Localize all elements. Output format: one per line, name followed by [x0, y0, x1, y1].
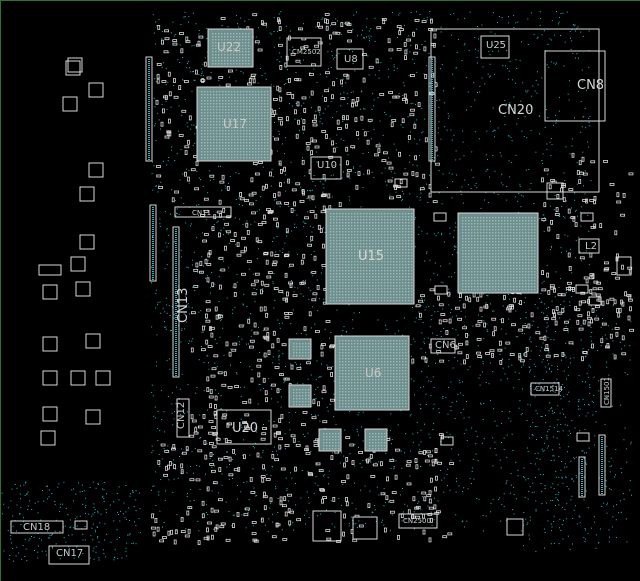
part-cn1501: [600, 378, 612, 408]
chip-u15-balls: [330, 213, 413, 302]
label-cn1514[interactable]: CN1514: [535, 385, 563, 393]
chip-u17-balls: [201, 91, 269, 159]
label-cn20[interactable]: CN20: [498, 103, 534, 118]
part-left-small: [38, 264, 62, 276]
connector-left-top-pins: [148, 59, 150, 160]
part-cn20-outline: [430, 28, 600, 193]
chip-u22-balls: [212, 33, 250, 65]
label-cn8[interactable]: CN8: [577, 78, 605, 93]
chip-small-a-balls: [293, 343, 310, 357]
label-l2[interactable]: L2: [585, 241, 597, 252]
block-part-6: [440, 436, 454, 446]
part-right-b: [616, 256, 632, 276]
square-part-12: [95, 370, 111, 386]
square-part-16: [65, 60, 81, 76]
passive-field-center-left: [190, 190, 335, 444]
square-part-8: [42, 336, 58, 352]
part-cn1514: [530, 382, 560, 396]
block-part-2: [575, 284, 589, 294]
block-part-7: [576, 432, 590, 442]
block-part-8: [74, 520, 88, 530]
square-part-4: [79, 234, 95, 250]
square-part-14: [85, 409, 101, 425]
connector-cn13: [172, 226, 180, 378]
chip-small-c-balls: [323, 433, 340, 450]
label-cn1501[interactable]: CN1501: [603, 377, 611, 405]
square-part-2: [88, 162, 104, 178]
part-bottom-b: [352, 516, 378, 540]
chip-north-balls: [462, 217, 536, 291]
part-cn2500: [398, 513, 438, 529]
chip-small-b-balls: [293, 389, 310, 406]
chip-small-d-balls: [369, 433, 386, 450]
label-u25[interactable]: U25: [486, 40, 507, 51]
part-l2: [578, 238, 600, 254]
part-cn6: [430, 338, 456, 354]
label-cn13[interactable]: CN13: [176, 287, 191, 323]
label-cm2502[interactable]: CM2502: [292, 48, 321, 56]
label-cn6[interactable]: CN6: [435, 340, 456, 351]
part-right-a: [546, 182, 564, 200]
label-cn12[interactable]: CN12: [176, 401, 187, 429]
label-u10[interactable]: U10: [317, 160, 338, 171]
square-part-5: [70, 256, 86, 272]
label-u22[interactable]: U22: [217, 40, 242, 54]
part-cn17: [48, 545, 90, 565]
label-u8[interactable]: U8: [344, 54, 358, 65]
label-u15[interactable]: U15: [358, 249, 385, 264]
connector-cn20-edge-pins: [431, 59, 433, 160]
square-part-17: [62, 96, 78, 112]
square-part-0: [67, 57, 83, 73]
via-field-bottom-left: [1, 481, 141, 562]
square-part-3: [79, 186, 95, 202]
label-cn17[interactable]: CN17: [56, 548, 84, 559]
connector-right-bottom: [598, 434, 606, 496]
square-part-13: [42, 406, 58, 422]
label-u6[interactable]: U6: [365, 366, 382, 380]
square-part-6: [75, 281, 91, 297]
label-u20[interactable]: U20: [232, 421, 259, 436]
part-cn12: [176, 398, 190, 438]
part-u20: [216, 409, 272, 445]
part-u25: [480, 35, 510, 59]
label-u17[interactable]: U17: [223, 117, 248, 131]
via-field-right: [521, 301, 632, 552]
block-part-3: [580, 212, 594, 222]
part-bottom-c: [506, 518, 524, 536]
part-bottom-a: [312, 510, 342, 542]
part-cn11: [174, 206, 232, 218]
passive-field-right: [411, 280, 634, 365]
part-cn18: [10, 520, 64, 534]
connector-right-bottom-b: [578, 456, 586, 498]
passive-field-far-right: [541, 152, 634, 305]
part-cn8: [544, 50, 606, 122]
square-part-7: [42, 284, 58, 300]
chip-u6-balls: [339, 340, 407, 408]
square-part-11: [70, 370, 86, 386]
connector-cn13-pins: [175, 229, 177, 376]
connector-left-top: [145, 56, 153, 162]
square-part-9: [85, 333, 101, 349]
block-part-1: [433, 212, 447, 222]
connector-right-bottom-pins: [601, 437, 603, 494]
part-cm2502: [286, 37, 322, 67]
part-u8: [336, 48, 364, 70]
square-part-10: [42, 370, 58, 386]
connector-left-mid-pins: [152, 207, 154, 280]
label-cn18[interactable]: CN18: [23, 522, 51, 533]
block-part-4: [588, 296, 602, 306]
block-part-0: [394, 178, 408, 188]
part-u10: [310, 156, 342, 180]
label-cn2500[interactable]: CN2500: [403, 517, 431, 525]
square-part-15: [40, 430, 56, 446]
connector-cn20-edge: [428, 56, 436, 162]
block-part-5: [434, 285, 448, 295]
connector-right-bottom-b-pins: [581, 459, 583, 496]
label-cn11[interactable]: CN11: [192, 209, 212, 217]
square-part-1: [88, 82, 104, 98]
connector-left-mid: [149, 204, 157, 282]
